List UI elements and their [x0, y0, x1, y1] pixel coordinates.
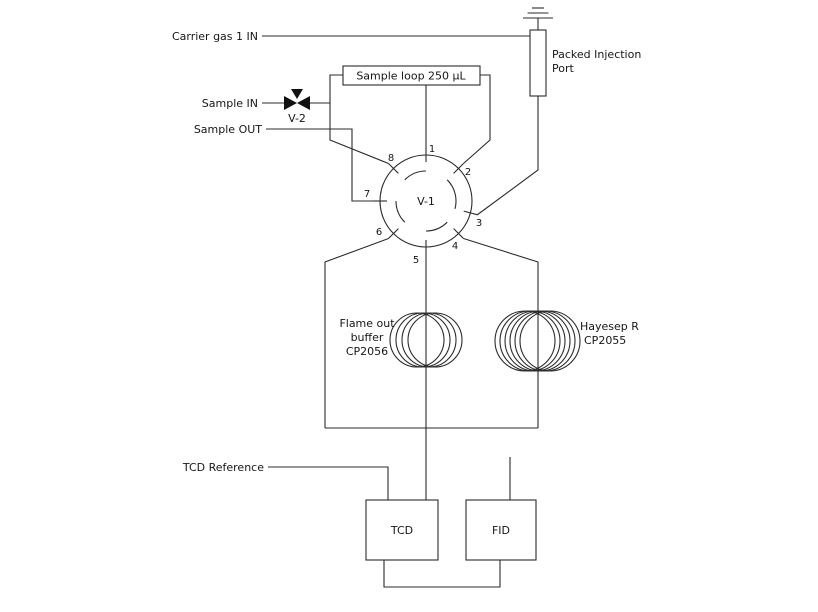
injection-port-body [529, 29, 547, 97]
hayesep-coil-loop [504, 310, 566, 372]
hayesep-coil-loop [519, 310, 581, 372]
v1-port4-tick [453, 228, 464, 239]
v1-port8-tick [388, 163, 399, 174]
flame-out-coil-loop [407, 312, 463, 368]
sample-loop: Sample loop 250 µL [342, 65, 481, 86]
injection-port-label-1: Packed Injection [552, 48, 641, 61]
tcd-to-fid-bottom-line [383, 560, 501, 588]
flame-out-label-1: Flame out [339, 317, 395, 330]
v1-label: V-1 [417, 195, 435, 208]
hayesep-coil-loop [509, 310, 571, 372]
tcd-reference-line [268, 466, 389, 500]
valve-tubing [329, 74, 539, 216]
flame-out-buffer-coil: Flame out buffer CP2056 [339, 312, 463, 368]
loop-left-to-port8-line [329, 74, 389, 165]
fid-box [465, 499, 537, 561]
hayesep-coil-loop [494, 310, 556, 372]
v1-port5-number: 5 [413, 255, 419, 266]
v2-valve-right-triangle [297, 96, 310, 110]
hayesep-label-1: Hayesep R [580, 320, 639, 333]
v1-rotor-slot-4-5 [425, 221, 448, 232]
sample-in-label: Sample IN [202, 97, 258, 110]
v2-label: V-2 [288, 112, 306, 125]
v1-port2-tick [453, 163, 464, 174]
v1-port3-number: 3 [476, 218, 482, 229]
valve-v2: V-2 [284, 89, 310, 125]
valve-v1: 1 2 3 4 5 6 7 8 V-1 [364, 144, 482, 266]
carrier-gas-label: Carrier gas 1 IN [172, 30, 258, 43]
v1-port7-number: 7 [364, 189, 370, 200]
v1-port6-tick [388, 228, 399, 239]
v1-port8-number: 8 [388, 153, 394, 164]
tcd-reference: TCD Reference [182, 461, 389, 500]
hayesep-label-2: CP2055 [584, 334, 626, 347]
port6-left-down-line [324, 237, 389, 428]
flame-out-coil-loop [395, 312, 451, 368]
v1-port4-number: 4 [452, 241, 458, 252]
sample-out-label: Sample OUT [194, 123, 262, 136]
lower-tubing [324, 237, 539, 500]
detectors: TCD FID [365, 457, 537, 588]
tcd-label: TCD [390, 524, 413, 537]
v1-port2-number: 2 [465, 167, 471, 178]
v1-rotor-slot-8-1 [404, 170, 427, 181]
v1-port1-number: 1 [429, 144, 435, 155]
flame-out-coil-loop [401, 312, 457, 368]
hayesep-column-coil: Hayesep R CP2055 [494, 310, 639, 372]
hayesep-coil-loop [514, 310, 576, 372]
sample-out-line [266, 128, 373, 202]
v1-port3-tick [463, 210, 478, 216]
flame-out-coil-loop [389, 312, 445, 368]
injection-port-label-2: Port [552, 62, 574, 75]
v2-valve-left-triangle [284, 96, 297, 110]
port4-right-down-line [463, 237, 539, 428]
flame-out-label-2: buffer [351, 331, 384, 344]
hayesep-coil-loop [499, 310, 561, 372]
sample-loop-label: Sample loop 250 µL [356, 70, 466, 83]
sample-in-out: Sample IN V-2 Sample OUT [194, 89, 373, 202]
carrier-gas-inlet: Carrier gas 1 IN [172, 30, 530, 43]
loop-right-to-port2-line [463, 74, 491, 164]
tcd-box [365, 499, 439, 561]
v2-valve-actuator [291, 89, 303, 99]
v1-port6-number: 6 [376, 227, 382, 238]
v1-rotor-slot-2-3 [446, 179, 457, 209]
v1-rotor-slot-6-7 [395, 200, 406, 223]
tcd-reference-label: TCD Reference [182, 461, 264, 474]
packed-injection-port: Packed Injection Port [523, 7, 641, 97]
injection-to-port3-line [476, 96, 539, 216]
flame-out-label-3: CP2056 [346, 345, 388, 358]
fid-label: FID [492, 524, 510, 537]
